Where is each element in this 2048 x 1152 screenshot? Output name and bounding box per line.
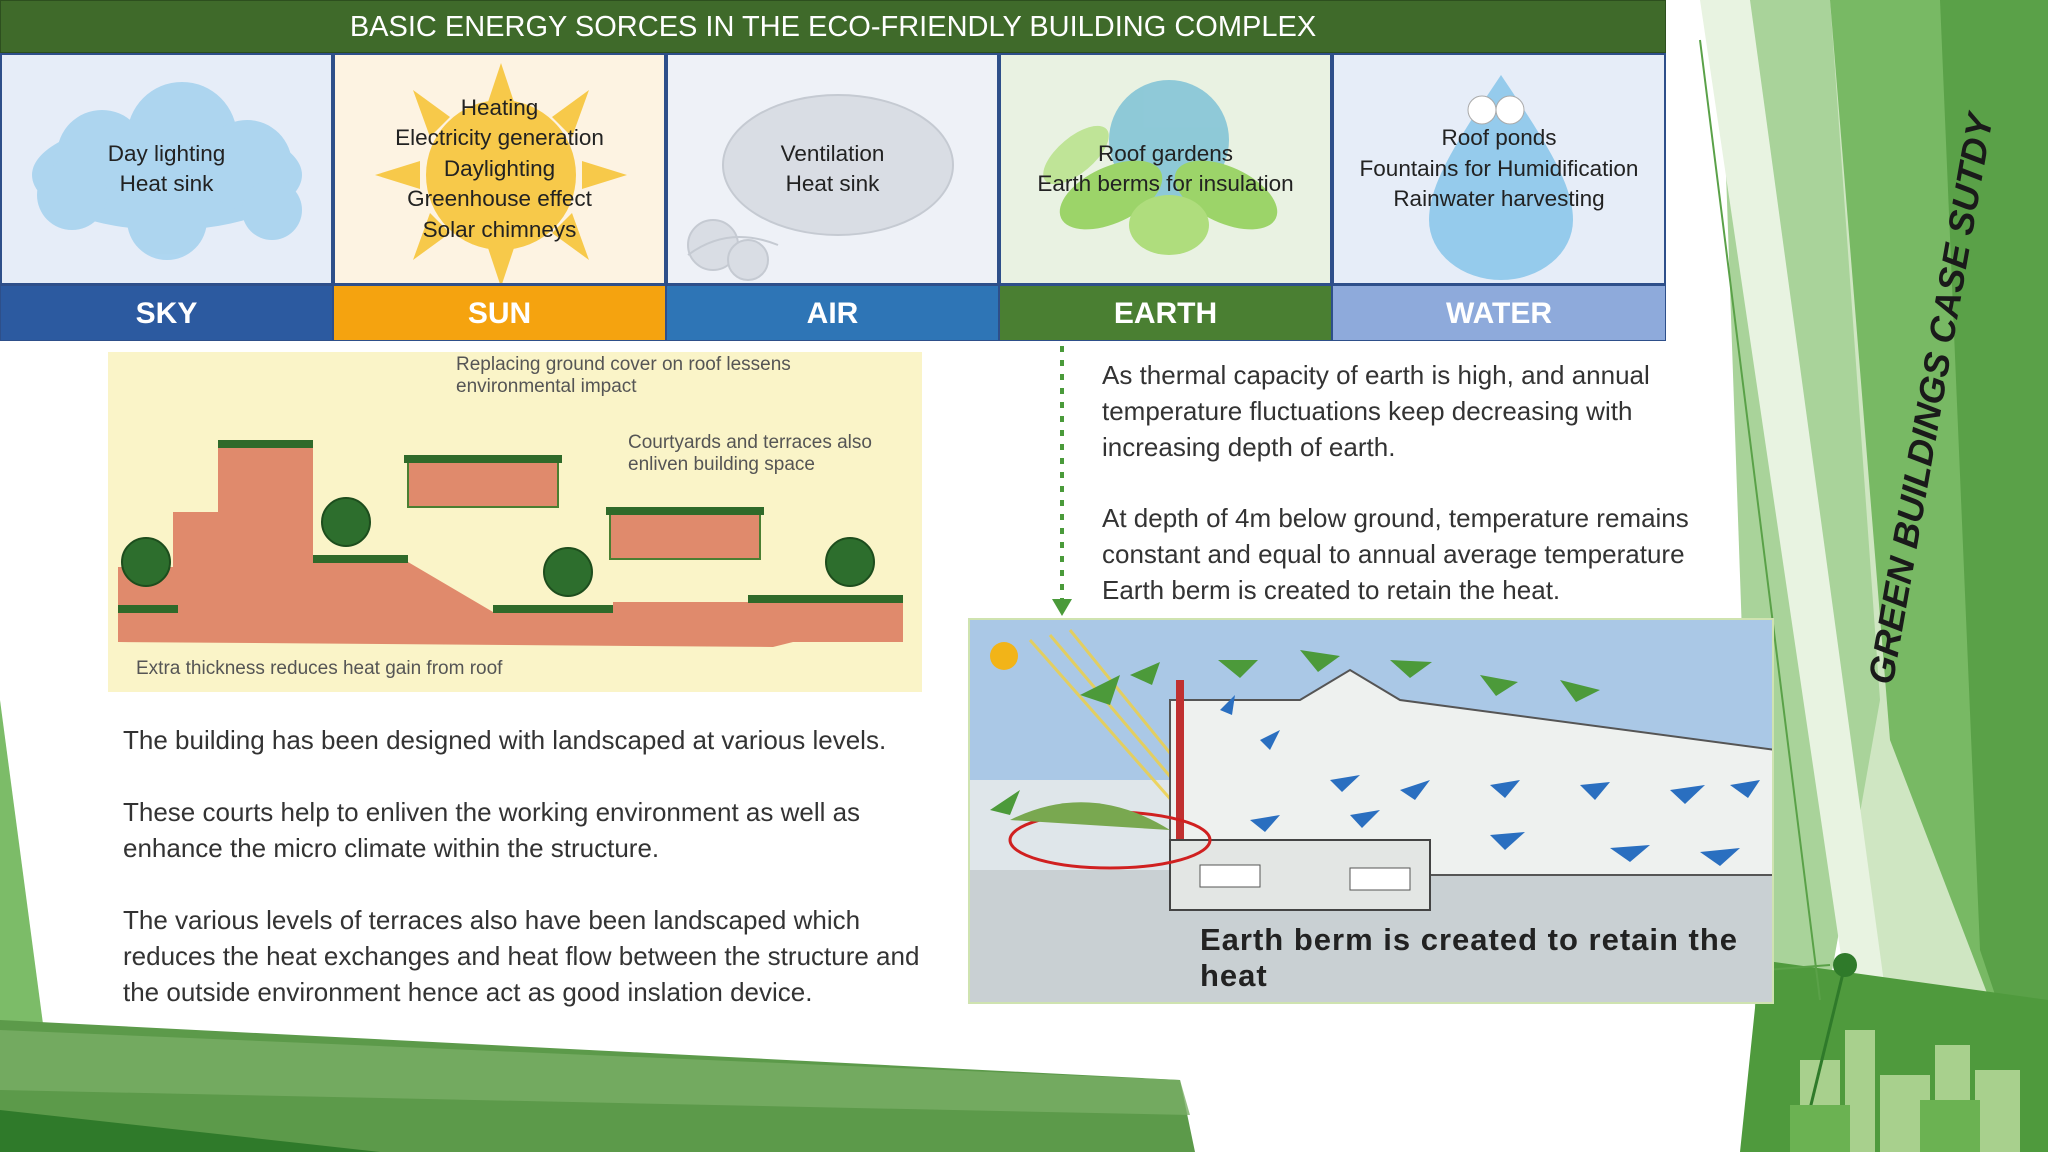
source-line: Heat sink — [785, 171, 880, 196]
source-line: Heat sink — [119, 171, 214, 196]
paragraph: At depth of 4m below ground, temperature… — [1102, 503, 1689, 605]
landscaping-diagram: Replacing ground cover on roof lessens e… — [108, 352, 922, 692]
paragraph: As thermal capacity of earth is high, an… — [1102, 360, 1650, 462]
paragraph: The various levels of terraces also have… — [123, 905, 920, 1007]
diagram-caption-top: Replacing ground cover on roof lessens e… — [456, 354, 791, 397]
cloud-icon — [32, 82, 302, 260]
panel-sun: Heating Electricity generation Daylighti… — [333, 53, 666, 285]
label-sun: SUN — [333, 285, 666, 341]
source-line: Roof ponds — [1441, 125, 1557, 151]
source-line: Earth berms for insulation — [1037, 171, 1294, 196]
label-earth: EARTH — [999, 285, 1332, 341]
right-text-block: As thermal capacity of earth is high, an… — [1102, 357, 1742, 608]
source-line: Greenhouse effect — [407, 186, 592, 212]
diagram-caption-right: Courtyards and terraces also enliven bui… — [628, 432, 872, 475]
source-line: Daylighting — [443, 155, 556, 181]
slide-title: BASIC ENERGY SORCES IN THE ECO-FRIENDLY … — [0, 0, 1666, 53]
source-line: Roof gardens — [1097, 140, 1234, 166]
paragraph: The building has been designed with land… — [123, 725, 887, 755]
sun-icon — [375, 63, 627, 283]
city-skyline-icon — [1790, 953, 2020, 1152]
label-water: WATER — [1332, 285, 1666, 341]
dotted-arrow-icon — [1052, 346, 1072, 616]
source-line: Solar chimneys — [422, 216, 577, 242]
label-air: AIR — [666, 285, 999, 341]
label-sky: SKY — [0, 285, 333, 341]
source-line: Rainwater harvesting — [1393, 186, 1605, 212]
source-line: Day lighting — [107, 140, 226, 166]
wind-cloud-icon — [687, 94, 954, 281]
source-line: Electricity generation — [395, 125, 604, 151]
earth-berm-caption: Earth berm is created to retain the heat — [1200, 922, 1739, 993]
left-text-block: The building has been designed with land… — [123, 722, 943, 1010]
earth-berm-diagram: Earth berm is created to retain the heat — [968, 618, 1774, 1004]
paragraph: These courts help to enliven the working… — [123, 797, 861, 863]
source-line: Fountains for Humidification — [1359, 155, 1639, 181]
water-drop-icon — [1429, 75, 1573, 280]
source-line: Heating — [460, 94, 539, 120]
earth-leaves-icon — [1043, 80, 1278, 255]
diagram-caption-bottom: Extra thickness reduces heat gain from r… — [136, 658, 503, 679]
source-line: Ventilation — [780, 140, 885, 166]
